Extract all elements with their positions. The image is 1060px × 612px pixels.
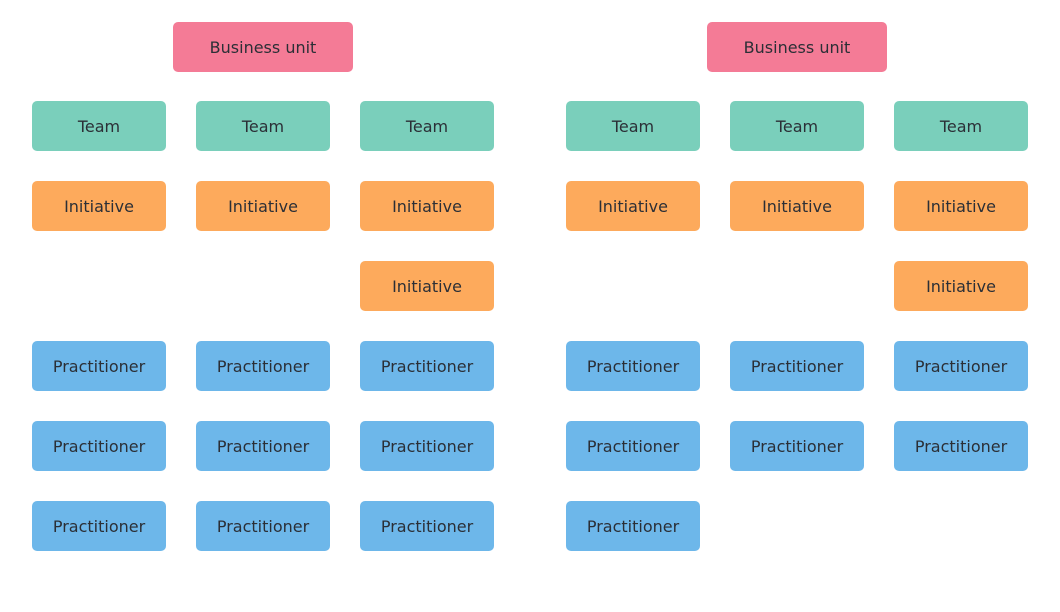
practitioner-card: Practitioner — [360, 501, 494, 551]
team-label: Team — [241, 116, 285, 136]
practitioner-label: Practitioner — [586, 436, 680, 456]
practitioner-label: Practitioner — [750, 356, 844, 376]
team-label: Team — [939, 116, 983, 136]
initiative-label: Initiative — [926, 196, 996, 216]
business-unit-label: Business unit — [743, 37, 851, 57]
business-unit-card: Business unit — [173, 22, 353, 72]
team-label: Team — [77, 116, 121, 136]
team-card: Team — [360, 101, 494, 151]
practitioner-card: Practitioner — [894, 421, 1028, 471]
practitioner-label: Practitioner — [52, 436, 146, 456]
initiative-card: Initiative — [32, 181, 166, 231]
practitioner-label: Practitioner — [586, 356, 680, 376]
initiative-card: Initiative — [360, 261, 494, 311]
initiative-card: Initiative — [196, 181, 330, 231]
business-unit-card: Business unit — [707, 22, 887, 72]
practitioner-label: Practitioner — [380, 516, 474, 536]
team-card: Team — [730, 101, 864, 151]
practitioner-card: Practitioner — [566, 501, 700, 551]
team-card: Team — [894, 101, 1028, 151]
practitioner-card: Practitioner — [32, 501, 166, 551]
practitioner-label: Practitioner — [380, 356, 474, 376]
initiative-label: Initiative — [762, 196, 832, 216]
initiative-card: Initiative — [894, 181, 1028, 231]
initiative-card: Initiative — [894, 261, 1028, 311]
practitioner-label: Practitioner — [216, 356, 310, 376]
initiative-label: Initiative — [64, 196, 134, 216]
practitioner-label: Practitioner — [914, 436, 1008, 456]
practitioner-card: Practitioner — [32, 341, 166, 391]
practitioner-card: Practitioner — [730, 341, 864, 391]
practitioner-card: Practitioner — [196, 341, 330, 391]
practitioner-card: Practitioner — [566, 341, 700, 391]
practitioner-card: Practitioner — [730, 421, 864, 471]
initiative-card: Initiative — [360, 181, 494, 231]
initiative-card: Initiative — [566, 181, 700, 231]
initiative-label: Initiative — [392, 276, 462, 296]
practitioner-card: Practitioner — [360, 421, 494, 471]
team-card: Team — [32, 101, 166, 151]
initiative-card: Initiative — [730, 181, 864, 231]
practitioner-card: Practitioner — [566, 421, 700, 471]
initiative-label: Initiative — [392, 196, 462, 216]
team-label: Team — [611, 116, 655, 136]
practitioner-label: Practitioner — [914, 356, 1008, 376]
practitioner-card: Practitioner — [360, 341, 494, 391]
practitioner-card: Practitioner — [196, 501, 330, 551]
practitioner-label: Practitioner — [52, 356, 146, 376]
practitioner-label: Practitioner — [216, 516, 310, 536]
business-unit-label: Business unit — [209, 37, 317, 57]
practitioner-card: Practitioner — [894, 341, 1028, 391]
team-label: Team — [775, 116, 819, 136]
practitioner-card: Practitioner — [196, 421, 330, 471]
team-label: Team — [405, 116, 449, 136]
practitioner-label: Practitioner — [52, 516, 146, 536]
practitioner-label: Practitioner — [216, 436, 310, 456]
initiative-label: Initiative — [228, 196, 298, 216]
initiative-label: Initiative — [598, 196, 668, 216]
practitioner-card: Practitioner — [32, 421, 166, 471]
practitioner-label: Practitioner — [750, 436, 844, 456]
team-card: Team — [566, 101, 700, 151]
practitioner-label: Practitioner — [586, 516, 680, 536]
initiative-label: Initiative — [926, 276, 996, 296]
team-card: Team — [196, 101, 330, 151]
practitioner-label: Practitioner — [380, 436, 474, 456]
